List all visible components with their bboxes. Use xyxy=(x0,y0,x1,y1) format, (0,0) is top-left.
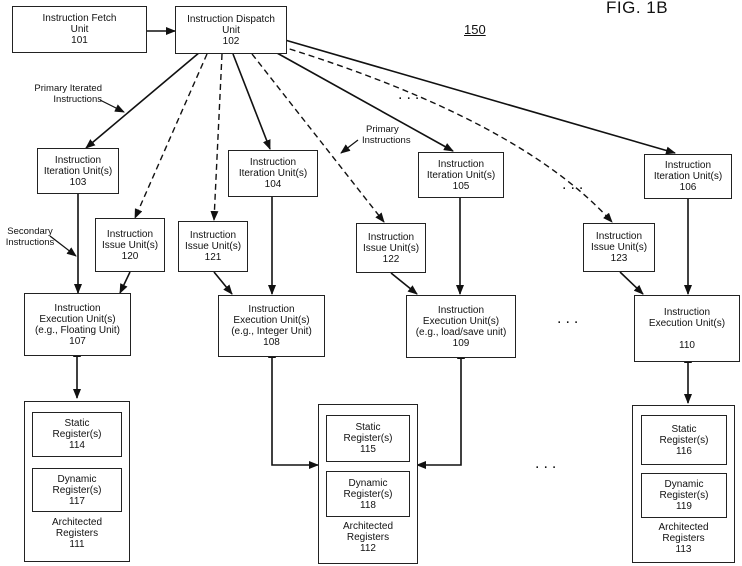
arrow-dispatch-to-issue-122 xyxy=(251,53,385,223)
execution-unit-109: Instruction Execution Unit(s) (e.g., loa… xyxy=(406,295,516,358)
arrow-exec-109-registers xyxy=(416,349,465,469)
architected-registers-label: Architected Registers 111 xyxy=(51,517,103,550)
arrow-issue-120-to-exec xyxy=(119,271,131,294)
dynamic-register-117: Dynamic Register(s) 117 xyxy=(32,468,122,512)
issue-unit-121: Instruction Issue Unit(s) 121 xyxy=(178,221,248,272)
architected-registers-112: Static Register(s) 115 Dynamic Register(… xyxy=(318,404,418,564)
architected-registers-113: Static Register(s) 116 Dynamic Register(… xyxy=(632,405,735,563)
issue-unit-122: Instruction Issue Unit(s) 122 xyxy=(356,223,426,273)
arrow-dispatch-to-iteration-104 xyxy=(232,53,271,150)
architected-registers-label: Architected Registers 113 xyxy=(658,522,709,555)
architected-registers-111: Static Register(s) 114 Dynamic Register(… xyxy=(24,401,130,562)
execution-unit-108: Instruction Execution Unit(s) (e.g., Int… xyxy=(218,295,325,357)
arrow-dispatch-to-issue-123 xyxy=(279,45,613,223)
execution-unit-110: Instruction Execution Unit(s) 110 xyxy=(634,295,740,362)
arrow-dispatch-to-iteration-105 xyxy=(267,47,454,152)
issue-unit-123: Instruction Issue Unit(s) 123 xyxy=(583,223,655,272)
pointer-primary-iterated xyxy=(99,99,125,113)
arrow-issue-123-to-exec xyxy=(619,271,644,295)
pointer-secondary xyxy=(49,235,77,257)
iteration-unit-106: Instruction Iteration Unit(s) 106 xyxy=(644,154,732,199)
pointer-primary xyxy=(340,139,359,154)
iteration-unit-104: Instruction Iteration Unit(s) 104 xyxy=(228,150,318,197)
architected-registers-label: Architected Registers 112 xyxy=(342,521,394,554)
ellipsis-top: ... xyxy=(398,86,424,103)
label-primary-instructions: Primary Instructions xyxy=(362,124,411,146)
issue-unit-120: Instruction Issue Unit(s) 120 xyxy=(95,218,165,272)
ellipsis-execution: ... xyxy=(557,310,583,327)
arrow-issue-121-to-exec xyxy=(213,271,233,295)
reference-number: 150 xyxy=(464,22,486,37)
iteration-unit-105: Instruction Iteration Unit(s) 105 xyxy=(418,152,504,198)
execution-unit-107: Instruction Execution Unit(s) (e.g., Flo… xyxy=(24,293,131,356)
instruction-dispatch-unit: Instruction Dispatch Unit 102 xyxy=(175,6,287,54)
ellipsis-iteration: ... xyxy=(562,176,588,193)
static-register-115: Static Register(s) 115 xyxy=(326,415,410,462)
static-register-116: Static Register(s) 116 xyxy=(641,415,727,465)
figure-label: FIG. 1B xyxy=(606,0,669,17)
iteration-unit-103: Instruction Iteration Unit(s) 103 xyxy=(37,148,119,194)
instruction-fetch-unit: Instruction Fetch Unit 101 xyxy=(12,6,147,53)
arrow-dispatch-to-iteration-106 xyxy=(284,39,676,155)
arrow-dispatch-to-issue-121 xyxy=(210,53,223,221)
dynamic-register-118: Dynamic Register(s) 118 xyxy=(326,471,410,517)
arrow-exec-108-registers xyxy=(268,348,319,469)
arrow-dispatch-to-iteration-103 xyxy=(85,51,201,149)
arrow-issue-122-to-exec xyxy=(390,272,418,295)
label-secondary-instructions: Secondary Instructions xyxy=(5,226,55,248)
label-primary-iterated-instructions: Primary Iterated Instructions xyxy=(34,83,102,105)
ellipsis-registers: ... xyxy=(535,455,561,472)
dynamic-register-119: Dynamic Register(s) 119 xyxy=(641,473,727,518)
arrow-dispatch-to-issue-120 xyxy=(134,53,208,219)
static-register-114: Static Register(s) 114 xyxy=(32,412,122,457)
